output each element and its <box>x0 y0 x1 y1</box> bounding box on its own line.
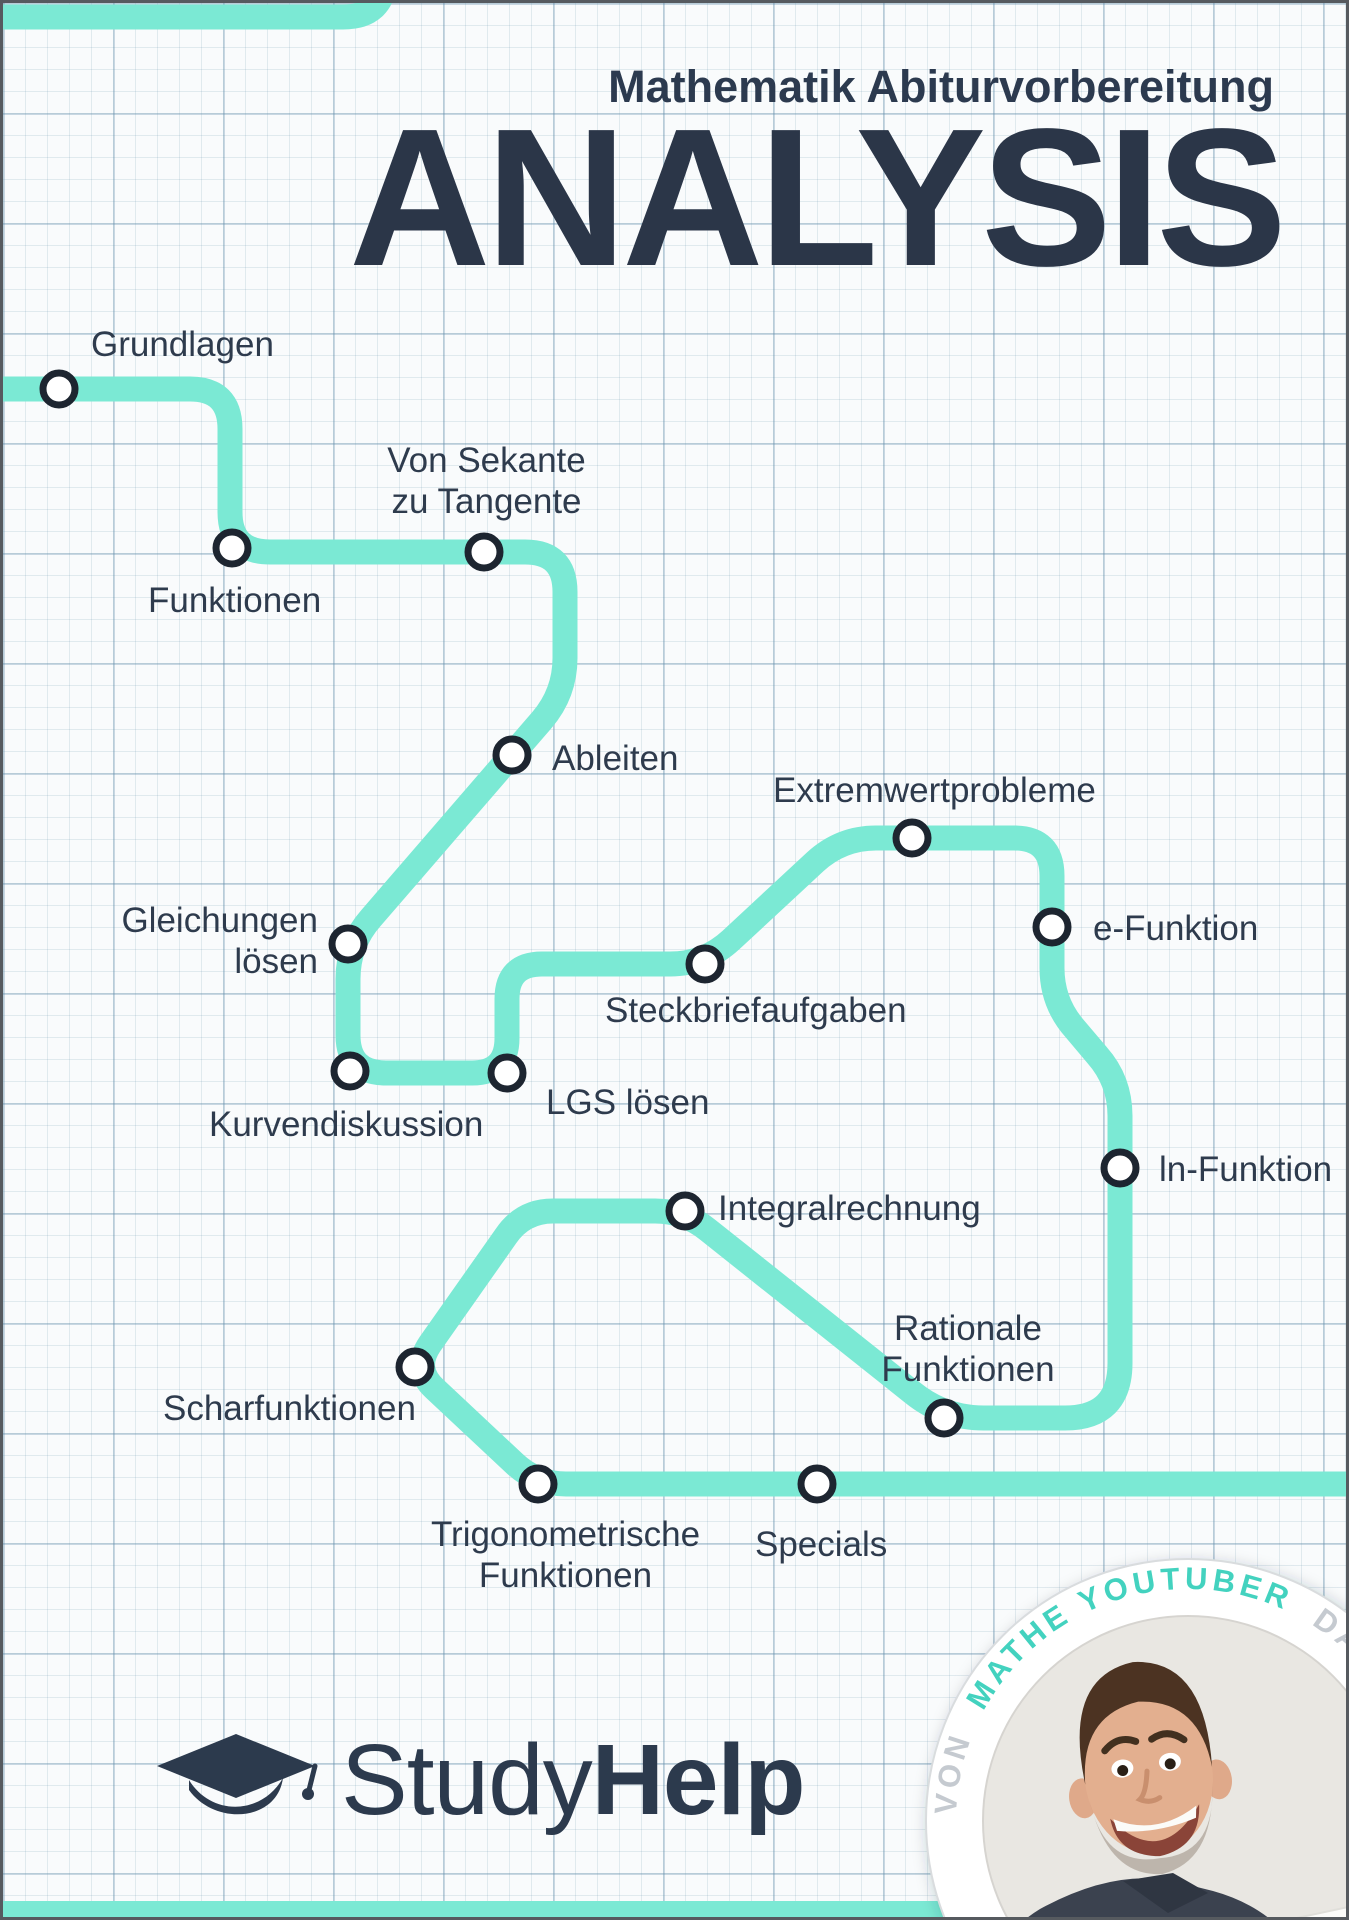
station-dot-ableiten <box>492 735 532 775</box>
station-label-lgs-loesen: LGS lösen <box>546 1083 710 1122</box>
metro-map-svg <box>3 3 1346 1917</box>
top-decor-line <box>3 3 391 30</box>
station-dot-von-sekante-zu-tangente <box>464 532 504 572</box>
station-dot-grundlagen <box>39 369 79 409</box>
youtuber-badge: Mathe??? Kein Ding ;)! VON MATHE YOUTUBE… <box>925 1558 1346 1917</box>
station-dot-kurvendiskussion <box>330 1051 370 1091</box>
station-label-rationale-funktionen: Rationale Funktionen <box>881 1309 1055 1389</box>
station-dot-e-funktion <box>1032 907 1072 947</box>
station-label-integralrechnung: Integralrechnung <box>718 1189 981 1228</box>
station-dot-scharfunktionen <box>395 1347 435 1387</box>
station-label-ln-funktion: ln-Funktion <box>1159 1150 1333 1189</box>
station-dot-ln-funktion <box>1100 1148 1140 1188</box>
station-dot-funktionen <box>212 528 252 568</box>
station-dot-integralrechnung <box>665 1191 705 1231</box>
page-title: ANALYSIS <box>348 88 1287 307</box>
station-label-grundlagen: Grundlagen <box>91 325 274 364</box>
station-dot-gleichungen-loesen <box>328 924 368 964</box>
studyhelp-wordmark: StudyHelp <box>341 1723 806 1838</box>
station-label-funktionen: Funktionen <box>148 581 322 620</box>
studyhelp-logo: StudyHelp <box>151 1721 806 1839</box>
station-dot-specials <box>797 1464 837 1504</box>
wordmark-help: Help <box>591 1723 806 1836</box>
station-label-scharfunktionen: Scharfunktionen <box>163 1389 416 1428</box>
station-label-kurvendiskussion: Kurvendiskussion <box>209 1105 484 1144</box>
station-label-extremwertprobleme: Extremwertprobleme <box>773 771 1096 810</box>
station-dot-lgs-loesen <box>487 1053 527 1093</box>
station-dot-rationale-funktionen <box>924 1398 964 1438</box>
station-label-steckbriefaufgaben: Steckbriefaufgaben <box>605 991 907 1030</box>
station-dot-trigonometrische-funktionen <box>518 1464 558 1504</box>
station-dot-extremwertprobleme <box>892 818 932 858</box>
station-label-specials: Specials <box>755 1525 888 1564</box>
header-kicker: Mathematik Abiturvorbereitung <box>608 61 1274 112</box>
station-label-gleichungen-loesen: Gleichungen lösen <box>121 901 318 981</box>
station-dot-steckbriefaufgaben <box>685 944 725 984</box>
station-label-trigonometrische-funktionen: Trigonometrische Funktionen <box>430 1515 701 1595</box>
station-label-von-sekante-zu-tangente: Von Sekante zu Tangente <box>387 441 586 521</box>
graduation-cap-icon <box>157 1734 318 1815</box>
station-label-e-funktion: e-Funktion <box>1093 909 1259 948</box>
station-label-ableiten: Ableiten <box>552 739 679 778</box>
wordmark-study: Study <box>341 1723 593 1836</box>
